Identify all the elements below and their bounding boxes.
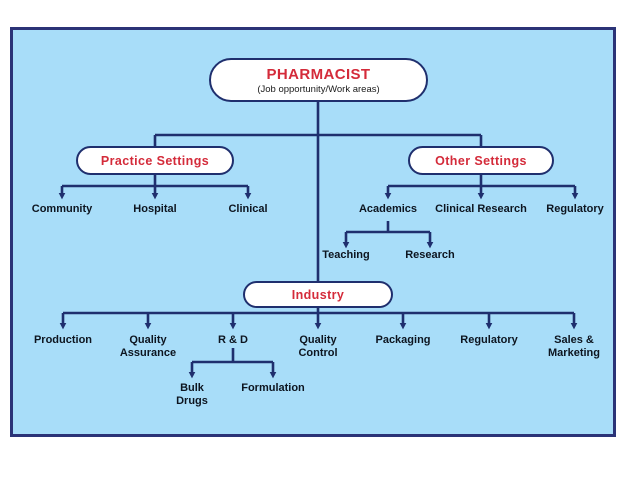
leaf-sales-marketing[interactable]: Sales & Marketing: [548, 334, 600, 359]
node-pharmacist-title: PHARMACIST: [266, 65, 371, 83]
leaf-hospital[interactable]: Hospital: [133, 203, 177, 215]
leaf-production[interactable]: Production: [33, 334, 93, 346]
leaf-packaging[interactable]: Packaging: [375, 334, 431, 346]
node-practice-settings[interactable]: Practice Settings: [76, 146, 234, 175]
node-pharmacist-subtitle: (Job opportunity/Work areas): [257, 83, 380, 95]
node-pharmacist[interactable]: PHARMACIST (Job opportunity/Work areas): [209, 58, 428, 102]
leaf-teaching[interactable]: Teaching: [322, 249, 370, 261]
leaf-regulatory-industry[interactable]: Regulatory: [460, 334, 518, 346]
leaf-clinical[interactable]: Clinical: [228, 203, 268, 215]
node-other-settings[interactable]: Other Settings: [408, 146, 554, 175]
leaf-clinical-research[interactable]: Clinical Research: [435, 203, 527, 215]
node-practice-settings-label: Practice Settings: [100, 153, 210, 168]
node-industry[interactable]: Industry: [243, 281, 393, 308]
leaf-academics[interactable]: Academics: [358, 203, 418, 215]
leaf-community[interactable]: Community: [31, 203, 93, 215]
leaf-bulk-drugs[interactable]: Bulk Drugs: [176, 382, 208, 407]
leaf-quality-assurance[interactable]: Quality Assurance: [119, 334, 177, 359]
node-industry-label: Industry: [291, 287, 345, 302]
leaf-quality-control[interactable]: Quality Control: [298, 334, 338, 359]
leaf-r-and-d[interactable]: R & D: [218, 334, 248, 346]
leaf-regulatory-other[interactable]: Regulatory: [546, 203, 604, 215]
leaf-research[interactable]: Research: [405, 249, 455, 261]
node-other-settings-label: Other Settings: [435, 153, 527, 168]
leaf-formulation[interactable]: Formulation: [241, 382, 305, 394]
